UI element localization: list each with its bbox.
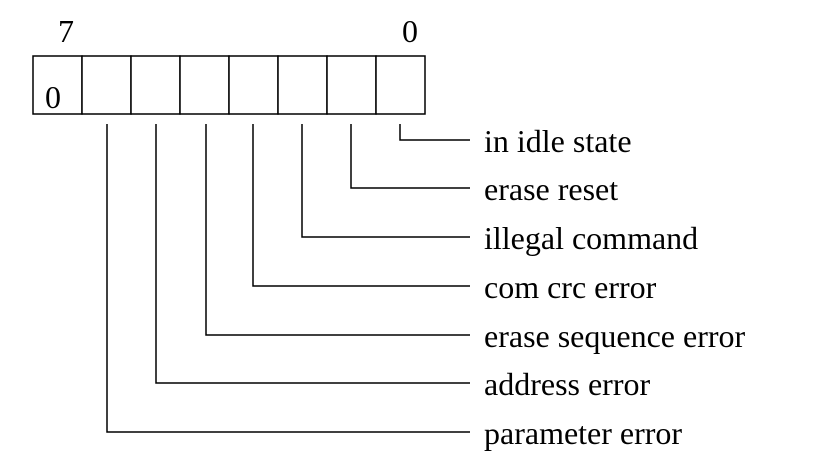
- register-cell-bit-1: [326, 55, 377, 115]
- flag-label-bit-4: erase sequence error: [484, 318, 746, 354]
- flag-label-bit-3: com crc error: [484, 269, 657, 305]
- bit-7-value: 0: [45, 79, 61, 115]
- register-cell-bit-7: [32, 55, 83, 115]
- register-cell-bit-0: [375, 55, 426, 115]
- leader-line-bit-5: [155, 124, 470, 384]
- leader-line-bit-0: [399, 124, 470, 141]
- leader-line-bit-6: [106, 124, 470, 433]
- flag-label-bit-6: parameter error: [484, 415, 682, 451]
- leader-line-bit-1: [350, 124, 470, 189]
- flag-label-bit-0: in idle state: [484, 123, 632, 159]
- bit-0-index-label: 0: [402, 13, 418, 49]
- leader-line-bit-2: [301, 124, 470, 238]
- register-cell-bit-4: [179, 55, 230, 115]
- leader-line-bit-4: [205, 124, 470, 336]
- flag-labels: in idle state erase reset illegal comman…: [484, 123, 746, 451]
- leader-line-bit-3: [252, 124, 470, 287]
- register-cell-bit-5: [130, 55, 181, 115]
- register-cells: [32, 55, 426, 115]
- register-cell-bit-3: [228, 55, 279, 115]
- bit-7-index-label: 7: [58, 13, 74, 49]
- register-cell-bit-6: [81, 55, 132, 115]
- leader-lines: [106, 124, 470, 433]
- register-cell-bit-2: [277, 55, 328, 115]
- flag-label-bit-5: address error: [484, 366, 650, 402]
- flag-label-bit-2: illegal command: [484, 220, 698, 256]
- flag-label-bit-1: erase reset: [484, 171, 618, 207]
